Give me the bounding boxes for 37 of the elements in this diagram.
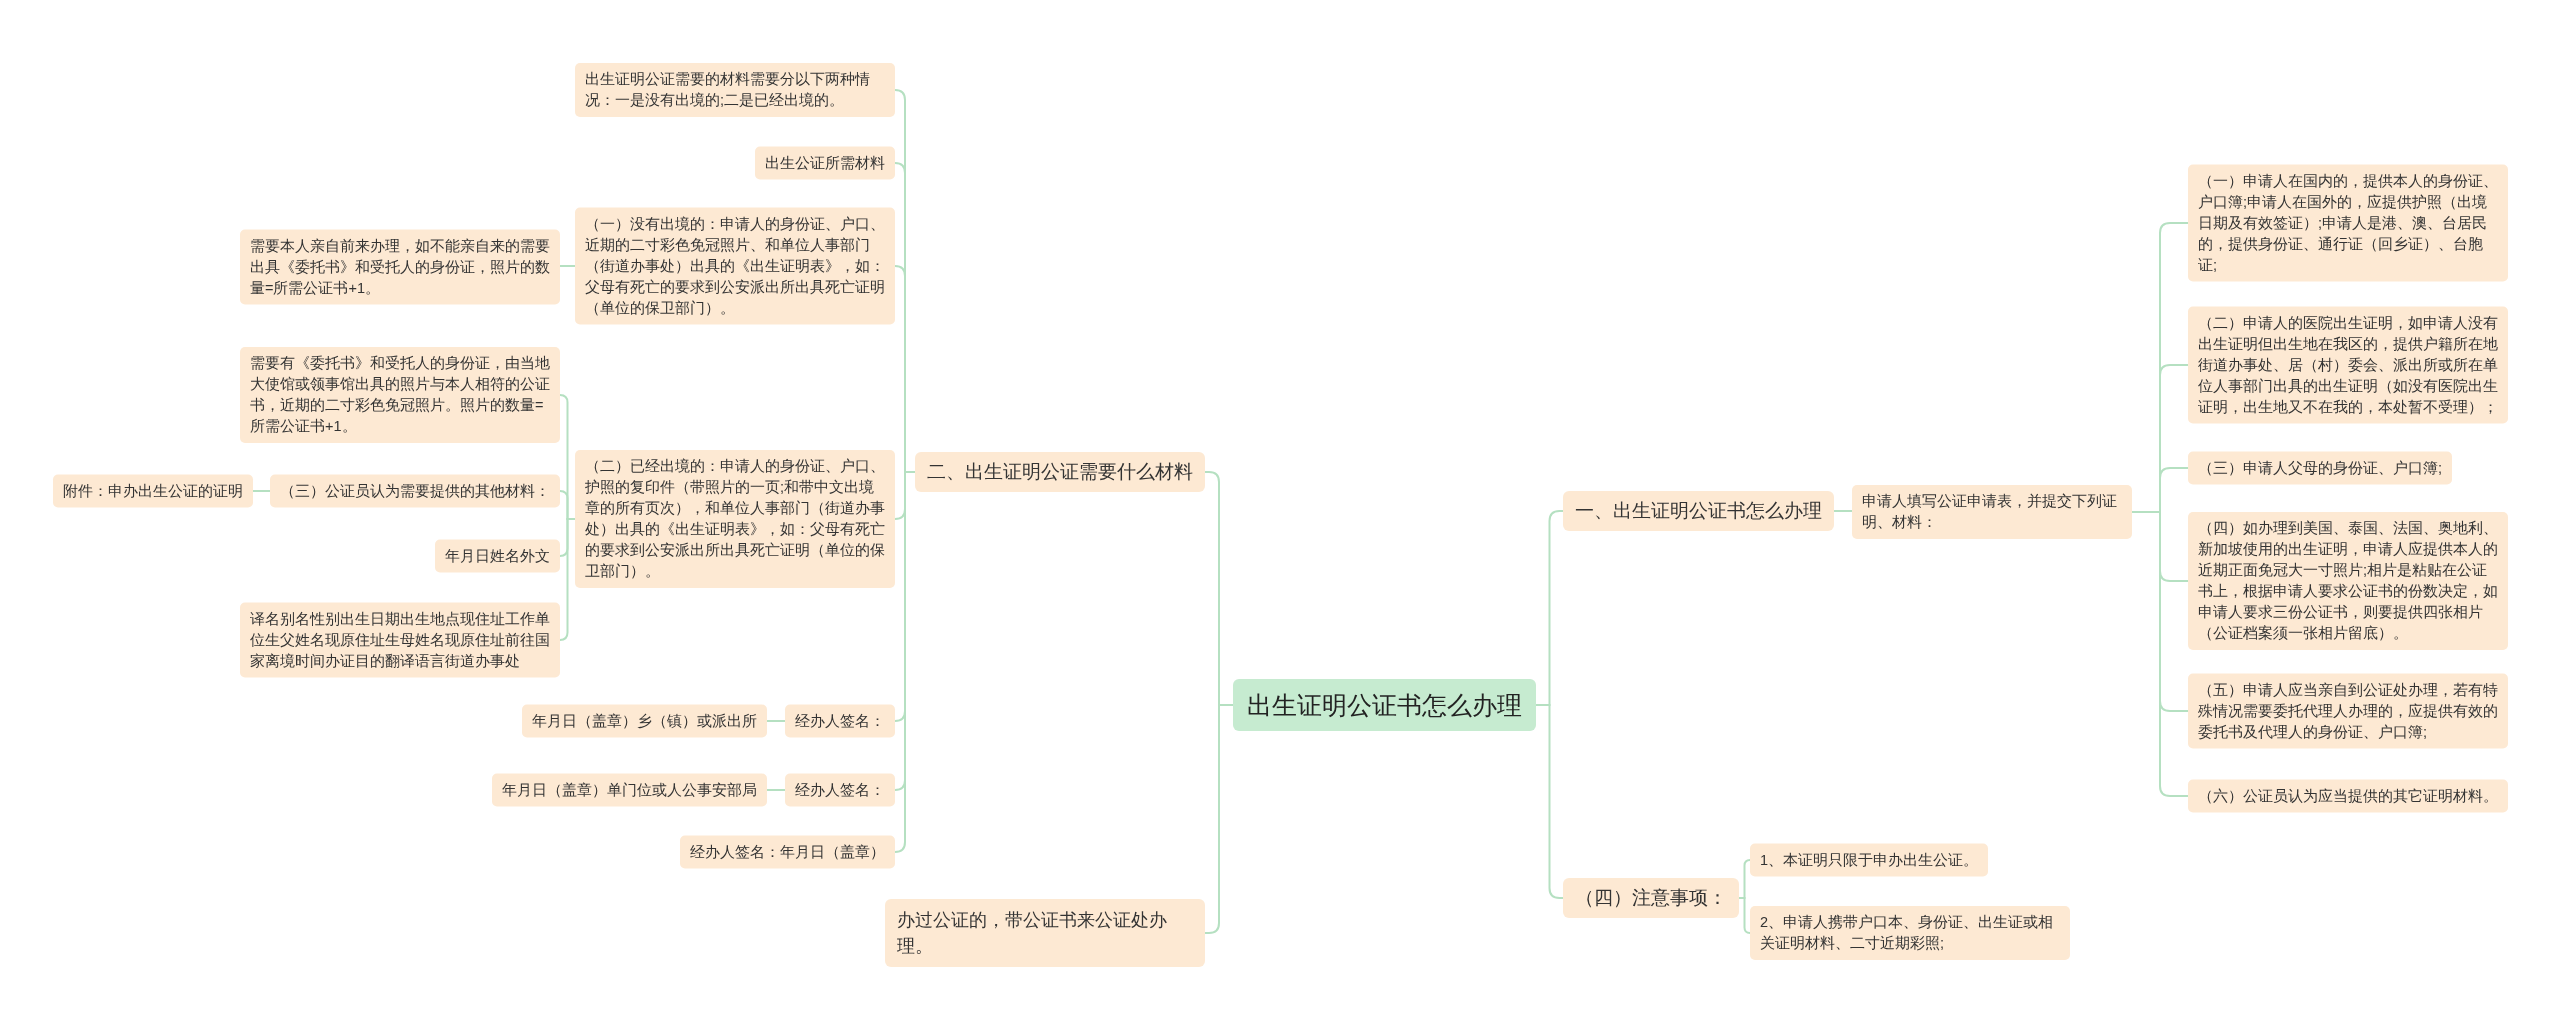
topic-box: 申请人填写公证申请表，并提交下列证明、材料： bbox=[1852, 485, 2132, 539]
topic-box: （二）已经出境的：申请人的身份证、户口、护照的复印件（带照片的一页;和带中文出境章的所有页次），和单位人事部门（街道办事处）出具的《出生证明表》，如：父母有死亡的要求到公安派出所出具死亡证明（单位的保卫部门）。 bbox=[575, 450, 895, 588]
connector-line bbox=[1535, 704, 1564, 899]
topic-box: 需要本人亲自前来办理，如不能亲自来的需要出具《委托书》和受托人的身份证，照片的数量=所需公证书+1。 bbox=[240, 229, 560, 305]
topic-box: （一）申请人在国内的，提供本人的身份证、户口簿;申请人在国外的，应提供护照（出境日期及有效签证）;申请人是港、澳、台居民的，提供身份证、通行证（回乡证）、台胞证; bbox=[2188, 164, 2508, 282]
topic-box: 出生公证所需材料 bbox=[755, 146, 895, 180]
topic-box: 需要有《委托书》和受托人的身份证，由当地大使馆或领事馆出具的照片与本人相符的公证书，近期的二寸彩色免冠照片。照片的数量=所需公证书+1。 bbox=[240, 347, 560, 443]
topic-box: （六）公证员认为应当提供的其它证明材料。 bbox=[2188, 779, 2508, 813]
topic-box: 经办人签名：年月日（盖章） bbox=[680, 835, 895, 869]
topic-box: （四）注意事项： bbox=[1563, 878, 1739, 918]
topic-box: 附件：申办出生公证的证明 bbox=[53, 474, 253, 508]
topic-box: 年月日姓名外文 bbox=[435, 539, 560, 573]
topic-box: 办过公证的，带公证书来公证处办理。 bbox=[885, 899, 1205, 967]
connector-line bbox=[559, 265, 576, 267]
topic-box: 1、本证明只限于申办出生公证。 bbox=[1750, 843, 1989, 877]
connector-line bbox=[766, 720, 786, 722]
topic-box: （五）申请人应当亲自到公证处办理，若有特殊情况需要委托代理人办理的，应提供有效的委托书及代理人的身份证、户口簿; bbox=[2188, 673, 2508, 749]
connector-line bbox=[1833, 510, 1853, 512]
topic-box: （三）公证员认为需要提供的其他材料： bbox=[270, 474, 560, 508]
connector-line bbox=[559, 518, 576, 641]
topic-box: 一、出生证明公证书怎么办理 bbox=[1563, 491, 1834, 531]
topic-box: 2、申请人携带户口本、身份证、出生证或相关证明材料、二寸近期彩照; bbox=[1750, 906, 2070, 960]
topic-box: 经办人签名： bbox=[785, 704, 895, 738]
connector-line bbox=[766, 789, 786, 791]
topic-box: （三）申请人父母的身份证、户口簿; bbox=[2188, 451, 2453, 485]
topic-box: 年月日（盖章）乡（镇）或派出所 bbox=[522, 704, 767, 738]
topic-box: 经办人签名： bbox=[785, 773, 895, 807]
central-topic: 出生证明公证书怎么办理 bbox=[1233, 679, 1536, 731]
topic-box: 译名别名性别出生日期出生地点现住址工作单位生父姓名现原住址生母姓名现原住址前往国家离境时间办证目的翻译语言街道办事处 bbox=[240, 602, 560, 678]
topic-box: （一）没有出境的：申请人的身份证、户口、近期的二寸彩色免冠照片、和单位人事部门（街道办事处）出具的《出生证明表》，如：父母有死亡的要求到公安派出所出具死亡证明（单位的保卫部门）。 bbox=[575, 207, 895, 325]
connector-line bbox=[252, 490, 271, 492]
topic-box: （二）申请人的医院出生证明，如申请人没有出生证明但出生地在我区的，提供户籍所在地街道办事处、居（村）委会、派出所或所在单位人事部门出具的出生证明（如没有医院出生证明，出生地又不在我的，本处暂不受理）； bbox=[2188, 306, 2508, 424]
topic-box: 出生证明公证需要的材料需要分以下两种情况：一是没有出境的;二是已经出境的。 bbox=[575, 63, 895, 117]
connector-line bbox=[2131, 511, 2189, 797]
topic-box: （四）如办理到美国、泰国、法国、奥地利、新加坡使用的出生证明，申请人应提供本人的近期正面免冠大一寸照片;相片是粘贴在公证书上，根据申请人要求公证书的份数决定，如申请人要求三份公证书，则要提供四张相片（公证档案须一张相片留底）。 bbox=[2188, 512, 2508, 650]
topic-box: 年月日（盖章）单门位或人公事安部局 bbox=[492, 773, 767, 807]
topic-box: 二、出生证明公证需要什么材料 bbox=[915, 452, 1205, 492]
